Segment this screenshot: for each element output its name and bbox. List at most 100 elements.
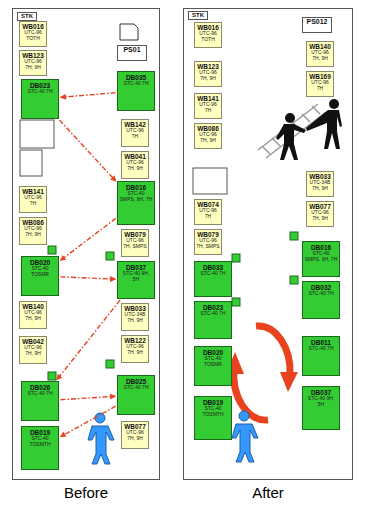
machine-box: DB025STC-40 7H — [117, 375, 155, 415]
work-bench-box: WB033UTC-34B 7H, 9H — [121, 303, 149, 331]
station-detail: STC-40 7H — [304, 346, 338, 352]
station-detail: STC-40 SMPS, 9H, 7H — [304, 251, 338, 262]
station-detail: UTC-96 7H, 9H — [123, 160, 147, 171]
station-id: DB016 — [119, 184, 153, 191]
station-id: WB074 — [196, 201, 220, 208]
work-bench-box: WB042UTC-96 7H, 9H — [19, 336, 47, 364]
label-box: PS012 — [302, 17, 332, 33]
person-head — [329, 99, 339, 109]
station-panel: BeforeSTKWB016UTC-96 TOTHWB123UTC-96 7H,… — [12, 8, 160, 480]
station-detail: STC-40 7H — [23, 391, 57, 397]
station-detail: UTC-96 7H, SMPS — [123, 238, 147, 249]
work-bench-box: WB122UTC-96 7H, 9H — [121, 335, 149, 363]
label-box: PS01 — [117, 45, 147, 61]
small-block — [232, 298, 240, 306]
spacer — [302, 10, 305, 11]
worker-body — [232, 424, 258, 462]
station-detail: STC-40 7H — [196, 271, 230, 277]
machine-box: DB020STC-40 TOSMR — [194, 346, 232, 386]
station-id: DB037 — [304, 389, 338, 396]
worker-body — [88, 426, 114, 464]
station-id: WB033 — [123, 305, 147, 312]
work-bench-box: WB142UTC-96 7H — [121, 119, 149, 147]
person-head — [285, 113, 295, 123]
station-detail: STC-40 7H — [196, 311, 230, 317]
work-bench-box: WB079UTC-96 7H, SMPS — [194, 229, 222, 255]
flow-arrow — [60, 406, 115, 437]
empty-station — [20, 120, 54, 148]
station-id: DB037 — [119, 264, 153, 271]
station-detail: STC-40 TOSMTH — [196, 406, 230, 417]
small-block — [232, 254, 240, 262]
document-icon — [120, 24, 138, 40]
work-bench-box: WB077UTC-96 7H, 9H — [121, 421, 149, 449]
machine-box: DB016STC-40 SMPS, 9H, 7H — [117, 181, 155, 225]
work-bench-box: WB074UTC-96 7H — [194, 199, 222, 225]
station-id: WB016 — [21, 23, 45, 30]
machine-box: DB032STC-40 7H — [302, 281, 340, 319]
station-id: DB023 — [196, 304, 230, 311]
work-bench-box: WB086UTC-96 7H, 9H — [194, 123, 222, 149]
work-bench-box: WB141UTC-96 7H — [19, 186, 47, 213]
station-detail: STC-40 7H — [119, 385, 153, 391]
flow-arrow — [60, 396, 115, 399]
machine-box: DB037STC-40 9H, 5H — [302, 386, 340, 430]
station-id: DB011 — [304, 339, 338, 346]
machine-box: DB016STC-40 SMPS, 9H, 7H — [302, 241, 340, 277]
flow-arrow — [60, 93, 115, 98]
small-block — [106, 360, 114, 368]
station-panel: AfterSTKWB016UTC-96 TOTHWB123UTC-96 7H, … — [183, 8, 353, 480]
station-id: WB169 — [308, 73, 332, 80]
station-id: WB041 — [123, 153, 147, 160]
station-id: DB033 — [196, 264, 230, 271]
station-id: WB123 — [21, 52, 45, 59]
small-block — [290, 276, 298, 284]
station-detail: UTC-96 7H, 9H — [21, 59, 45, 70]
station-id: WB140 — [308, 43, 332, 50]
station-detail: STC-40 7H — [23, 89, 57, 95]
station-id: DB025 — [119, 378, 153, 385]
station-id: WB141 — [196, 95, 220, 102]
people-figures — [276, 99, 342, 160]
station-id: WB141 — [21, 188, 45, 195]
station-id: WB079 — [123, 231, 147, 238]
small-block — [48, 246, 56, 254]
machine-box: DB035STC-40 7H — [117, 71, 155, 111]
machine-box: DB023STC-40 7H — [194, 301, 232, 339]
work-bench-box: WB041UTC-96 7H, 9H — [121, 151, 149, 179]
work-bench-box: WB086UTC-96 7H, 9H — [19, 217, 47, 245]
machine-box: DB037STC-40 9H, 5H — [117, 261, 155, 299]
station-id: DB032 — [304, 284, 338, 291]
person-body — [306, 110, 342, 149]
station-detail: STC-40 SMPS, 9H, 7H — [119, 191, 153, 202]
machine-box: DB019STC-40 TOSMTH — [194, 396, 232, 440]
label-box: STK — [188, 11, 208, 20]
station-detail: UTC-96 7H, 9H — [21, 345, 45, 356]
station-detail: UTC-96 TOTH — [21, 30, 45, 41]
station-id: DB026 — [23, 384, 57, 391]
machine-box: DB033STC-40 7H — [194, 261, 232, 297]
station-id: WB122 — [123, 337, 147, 344]
rail — [266, 112, 326, 158]
rotation-arc — [234, 368, 268, 420]
station-detail: STC-40 7H — [304, 291, 338, 297]
flow-arrow — [57, 300, 120, 380]
station-id: DB035 — [119, 74, 153, 81]
station-detail: UTC-96 7H, 9H — [308, 210, 332, 221]
work-bench-box: WB123UTC-96 7H, 9H — [194, 61, 222, 87]
station-detail: UTC-34B 7H, 9H — [123, 312, 147, 323]
station-detail: UTC-96 TOTH — [196, 31, 220, 42]
work-bench-box: WB077UTC-96 7H, 9H — [306, 201, 334, 227]
station-id: DB023 — [23, 82, 57, 89]
station-detail: UTC-96 7H, 9H — [196, 132, 220, 143]
station-detail: UTC-96 7H, SMPS — [196, 238, 220, 249]
station-detail: UTC-34B 7H, 9H — [308, 180, 332, 191]
worker-figure — [88, 413, 114, 464]
panel-heading: After — [184, 485, 352, 502]
station-id: DB019 — [23, 429, 57, 436]
rotation-heads — [226, 352, 298, 392]
station-detail: STC-40 9H, 5H — [119, 271, 153, 282]
station-id: DB020 — [196, 349, 230, 356]
worker-head — [239, 411, 249, 421]
